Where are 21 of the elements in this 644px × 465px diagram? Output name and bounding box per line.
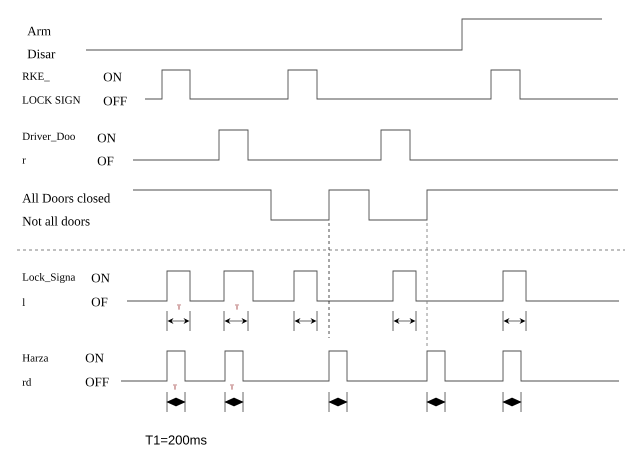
state-label: OFF [104, 96, 127, 106]
state-label: OF [98, 156, 114, 166]
state-label: ON [104, 72, 122, 82]
signal-label: RKE_ [22, 72, 50, 82]
signal-label: LOCK SIGN [22, 96, 80, 104]
signal-label: r [22, 158, 26, 164]
state-label: ON [98, 134, 116, 142]
signal-label: Arm [27, 26, 51, 36]
note-text: T1=200ms [146, 435, 207, 445]
signal-label: Harza [22, 354, 48, 362]
signal-label: rd [22, 378, 32, 386]
state-label: ON [92, 274, 110, 282]
signal-label: Driver_Doo [22, 132, 75, 142]
signal-label: Disar [28, 50, 56, 58]
signal-label: Lock_Signa [22, 273, 76, 283]
signal-label: All Doors closed [22, 193, 110, 203]
state-label: ON [86, 354, 104, 362]
state-label: OFF [86, 378, 109, 386]
signal-label: Not all doors [22, 216, 90, 226]
state-label: OF [92, 298, 108, 306]
signal-label: l [22, 298, 26, 306]
